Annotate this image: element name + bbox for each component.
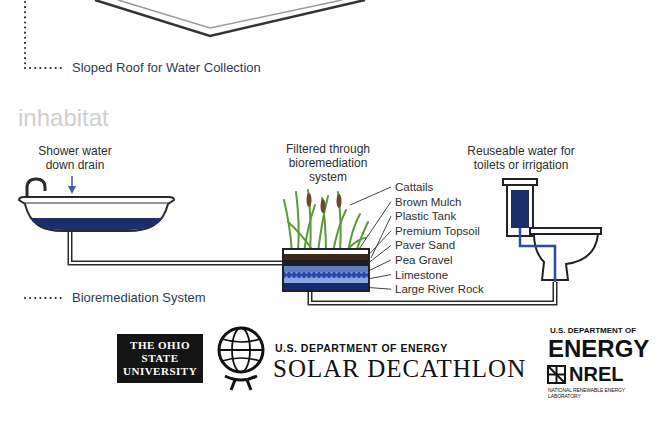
university-logo: THE OHIO STATE UNIVERSITY bbox=[117, 334, 203, 383]
callout-text: Sloped Roof for Water Collection bbox=[72, 60, 261, 76]
toilet-outline bbox=[500, 178, 605, 282]
layer-label: Premium Topsoil bbox=[395, 224, 480, 238]
layer-label: Limestone bbox=[395, 268, 448, 282]
bioremediation-tank: Filtered through bioremediation system bbox=[282, 248, 370, 292]
logo-text: U.S. DEPARTMENT OF ENERGY bbox=[275, 342, 448, 354]
stage-heading: Reuseable water for toilets or irrigatio… bbox=[458, 144, 584, 172]
logo-text: THE OHIO STATE UNIVERSITY bbox=[123, 339, 197, 378]
toilet: Reuseable water for toilets or irrigatio… bbox=[500, 178, 605, 282]
stage-heading: Shower water down drain bbox=[30, 144, 120, 172]
stage-heading: Filtered through bioremediation system bbox=[269, 142, 387, 184]
faucet bbox=[27, 179, 45, 198]
pipe-bore bbox=[70, 232, 282, 263]
drain-arrow-head bbox=[68, 186, 76, 194]
tub-outline bbox=[18, 196, 175, 232]
logo-text: NATIONAL RENEWABLE ENERGY LABORATORY bbox=[548, 387, 656, 399]
dotted-pointer bbox=[25, 297, 64, 299]
nrel-icon bbox=[548, 366, 565, 383]
cattails bbox=[284, 190, 368, 252]
roof-inner bbox=[118, 0, 342, 28]
logo-text: ENERGY bbox=[548, 335, 649, 363]
globe-logo bbox=[219, 328, 263, 390]
dotted-pointer bbox=[24, 2, 26, 68]
layer-label: Pea Gravel bbox=[395, 253, 453, 267]
callout-text: Bioremediation System bbox=[72, 290, 206, 306]
layer-label: Large River Rock bbox=[395, 282, 484, 296]
layer-label: Paver Sand bbox=[395, 238, 455, 252]
layer-label: Plastic Tank bbox=[395, 209, 456, 223]
watermark: inhabitat bbox=[18, 104, 109, 132]
roof-outline bbox=[95, 0, 365, 36]
pipe-wall bbox=[70, 232, 282, 263]
logo-text: NREL bbox=[569, 362, 623, 386]
drain-arrow bbox=[71, 176, 73, 187]
tank-layers bbox=[284, 250, 368, 290]
pipe bbox=[70, 232, 282, 263]
logo-text: SOLAR DECATHLON bbox=[273, 354, 526, 384]
cattail-heads bbox=[307, 193, 342, 213]
logo-text: U.S. DEPARTMENT OF bbox=[550, 326, 636, 336]
bathtub: Shower water down drain bbox=[18, 196, 175, 232]
dotted-pointer bbox=[25, 67, 64, 69]
layer-label: Cattails bbox=[395, 180, 433, 194]
layer-label: Brown Mulch bbox=[395, 195, 461, 209]
